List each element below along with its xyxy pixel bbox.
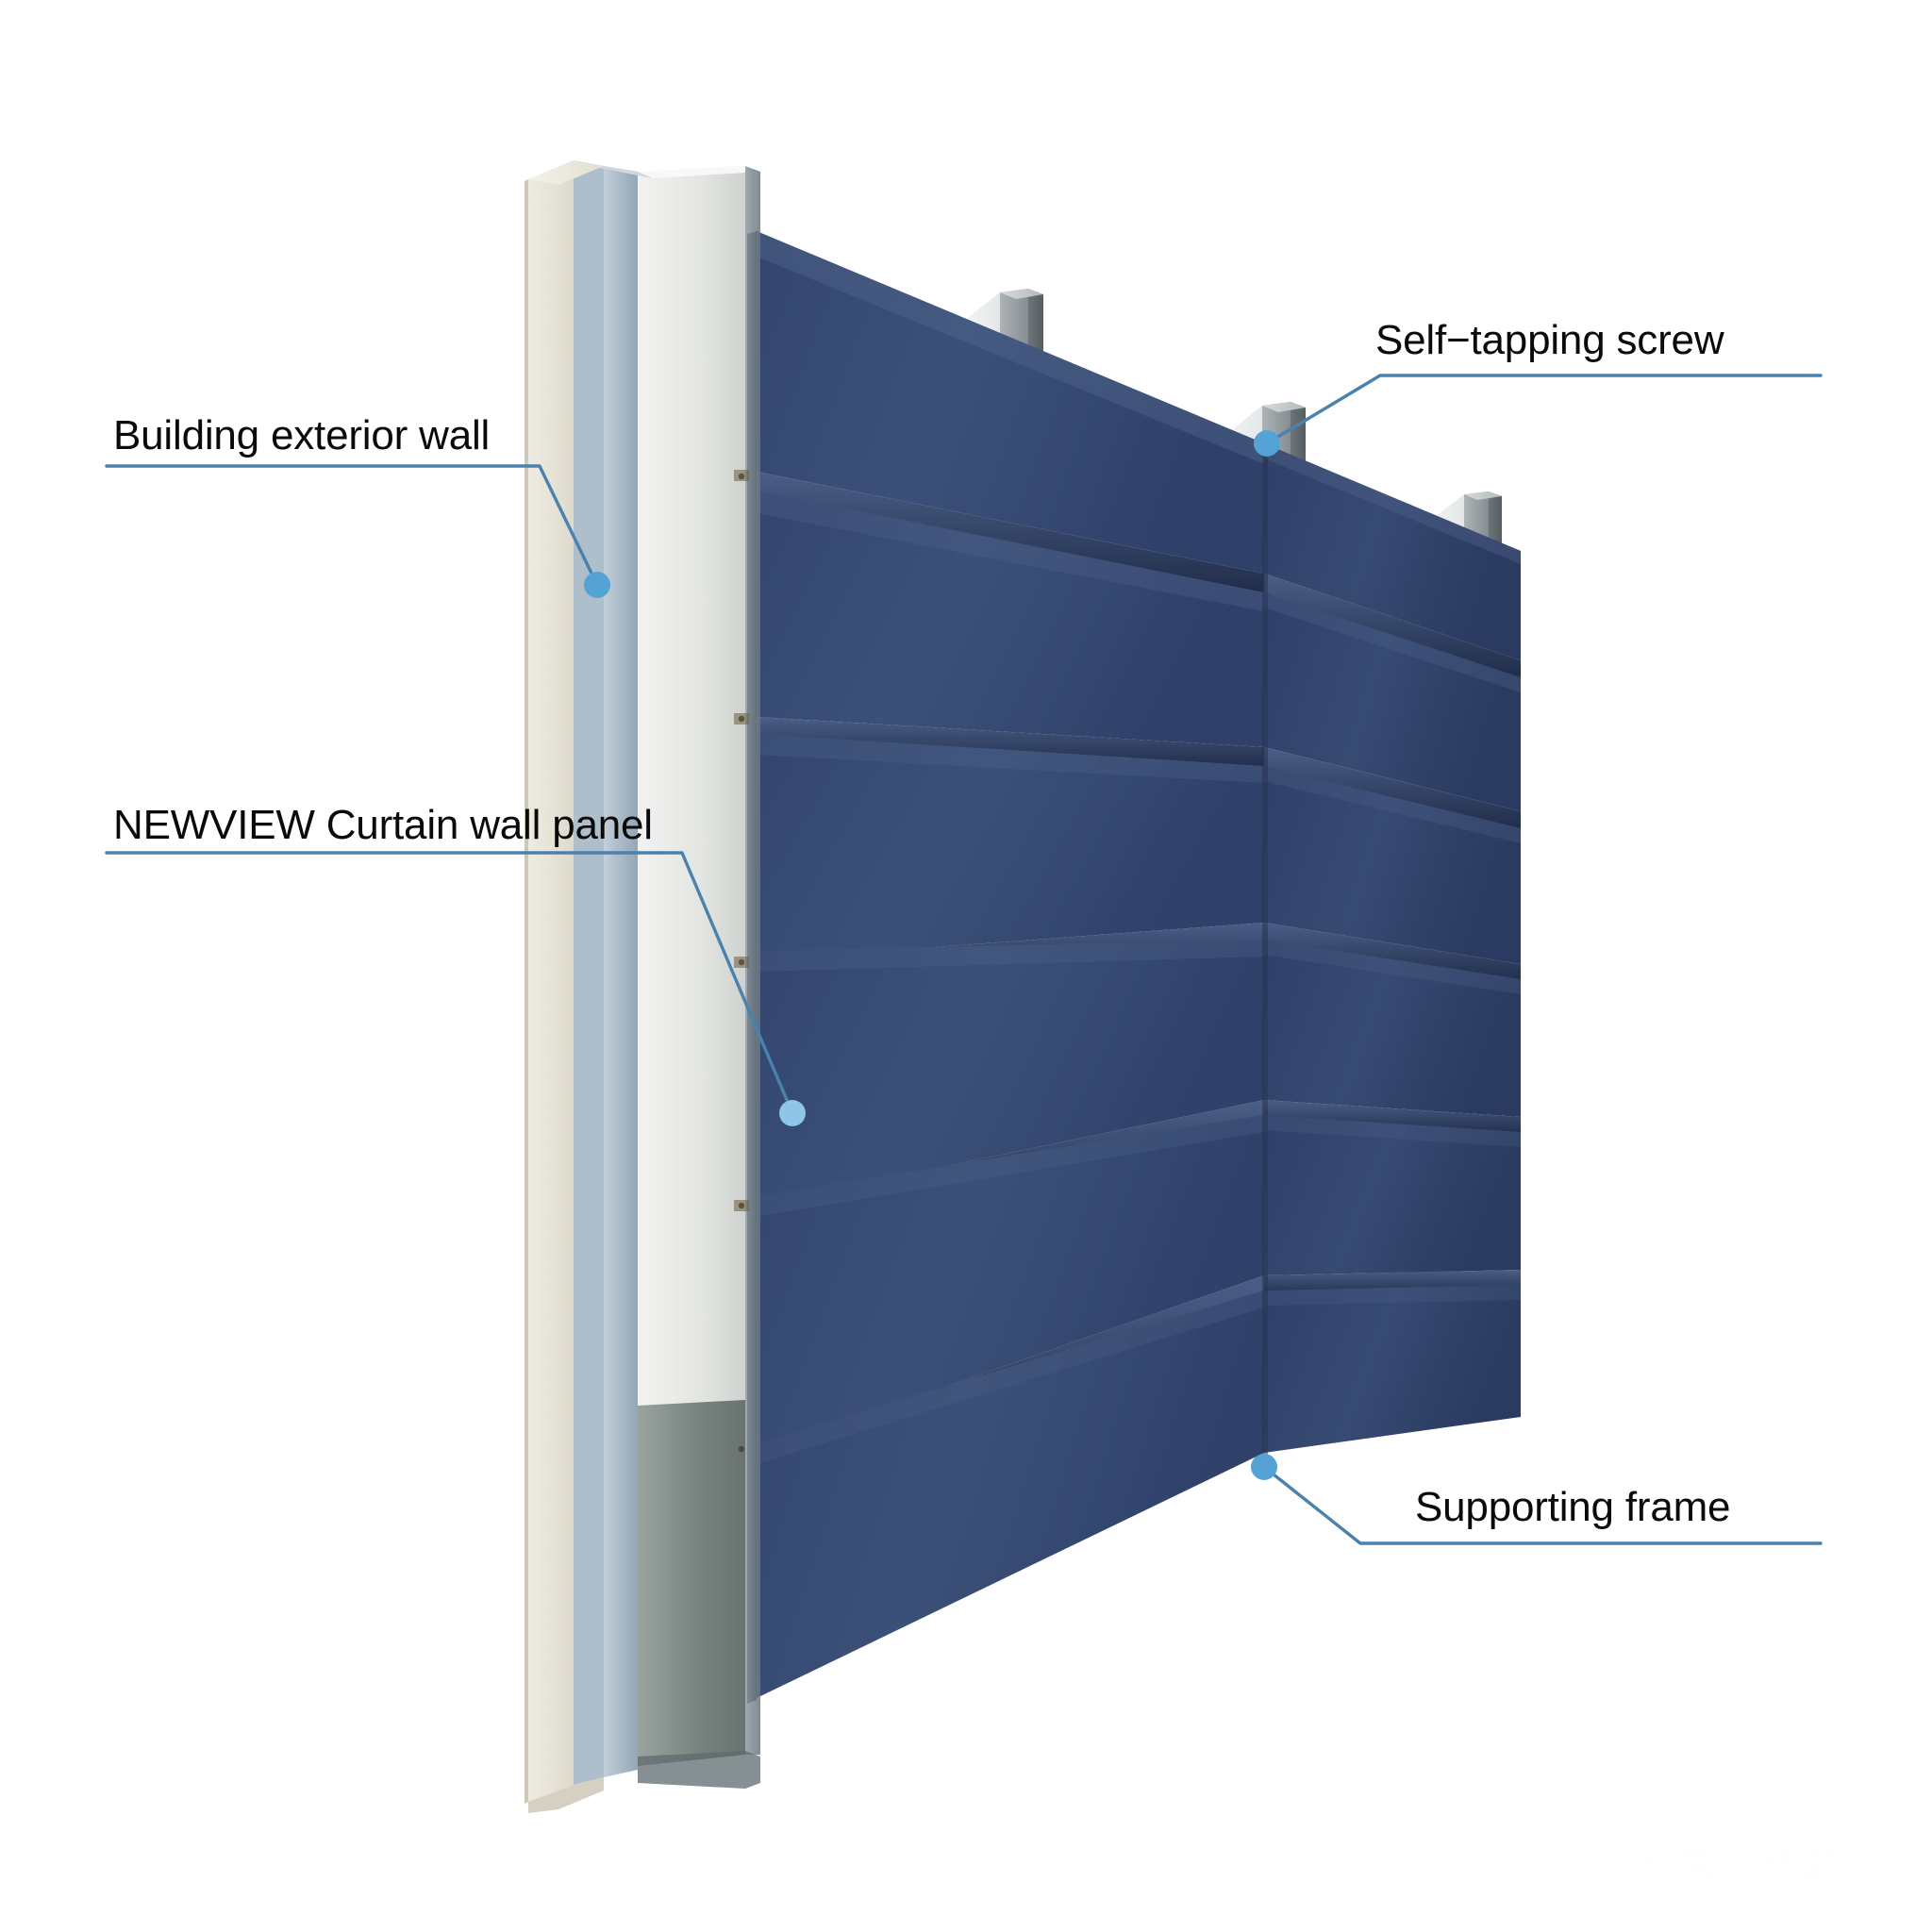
panel-r5-c2: [1264, 1115, 1521, 1275]
leader-supporting-frame: [1262, 1465, 1823, 1545]
panel-r2-c2: [1264, 592, 1521, 811]
panel-r3-c2: [1264, 766, 1521, 964]
building-exterior-wall: [525, 160, 604, 1813]
callout-label-supporting-frame: Supporting frame: [1415, 1484, 1731, 1530]
panel-r3-c1: [757, 734, 1264, 960]
leader-newview-curtain-wall-panel: [105, 851, 794, 1115]
callout-label-self-tapping-screw: Self−tapping screw: [1375, 317, 1724, 363]
panel-r4-c1: [757, 940, 1264, 1206]
leader-self-tapping-screw: [1265, 374, 1823, 445]
panel-r1-c2: [1264, 443, 1521, 660]
marker-dot-self-tapping-screw: [1254, 430, 1280, 457]
panel-r6-c1: [757, 1291, 1264, 1698]
panel-r6-c2: [1264, 1285, 1521, 1453]
curtain-wall-panel-group: [747, 231, 1521, 1704]
wall-backing-strip: [574, 160, 653, 1785]
marker-dot-building-exterior-wall: [584, 572, 610, 598]
panel-r5-c1: [757, 1115, 1264, 1453]
marker-dot-supporting-frame: [1251, 1454, 1277, 1480]
callout-markers: [584, 430, 1280, 1480]
callout-label-building-exterior-wall: Building exterior wall: [113, 412, 491, 458]
callout-label-newview-curtain-wall-panel: NEWVIEW Curtain wall panel: [113, 802, 653, 848]
vertical-mounting-channel: [630, 166, 760, 1789]
panel-r1-c1: [757, 231, 1264, 574]
panel-r1-c1-bottom-edge: [757, 472, 1264, 596]
panel-r4-c2: [1264, 940, 1521, 1117]
ai-generated-watermark: 豆包AI生成: [1638, 1843, 1838, 1887]
leader-building-exterior-wall: [105, 464, 599, 587]
self-tapping-screw-group: [734, 470, 749, 1453]
callout-leaders: [105, 374, 1823, 1545]
panel-r2-c1: [757, 491, 1264, 747]
marker-dot-newview-curtain-wall-panel: [779, 1100, 806, 1126]
panel-column-seam: [1262, 443, 1268, 1457]
